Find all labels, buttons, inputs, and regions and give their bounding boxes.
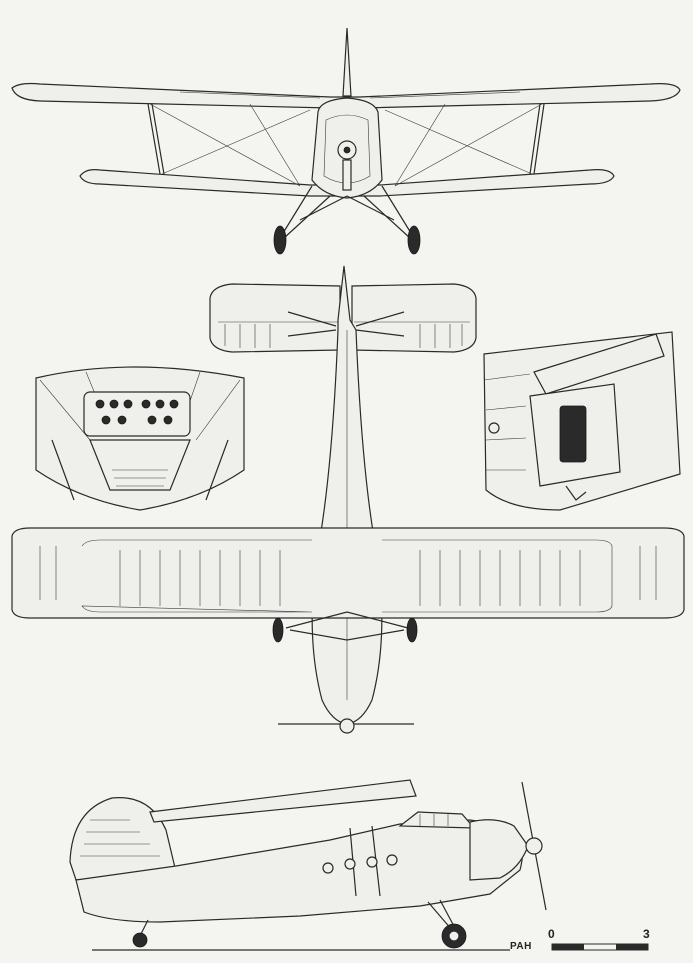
scale-end-label: 3	[643, 927, 650, 941]
artist-signature: PAH	[510, 941, 532, 952]
scale-bar	[551, 943, 649, 951]
cabin-door-illustration	[483, 331, 681, 511]
front-view	[11, 27, 681, 255]
cockpit-interior-illustration	[35, 366, 245, 511]
scale-start-label: 0	[548, 927, 555, 941]
side-view	[69, 779, 547, 951]
top-view	[11, 265, 685, 734]
